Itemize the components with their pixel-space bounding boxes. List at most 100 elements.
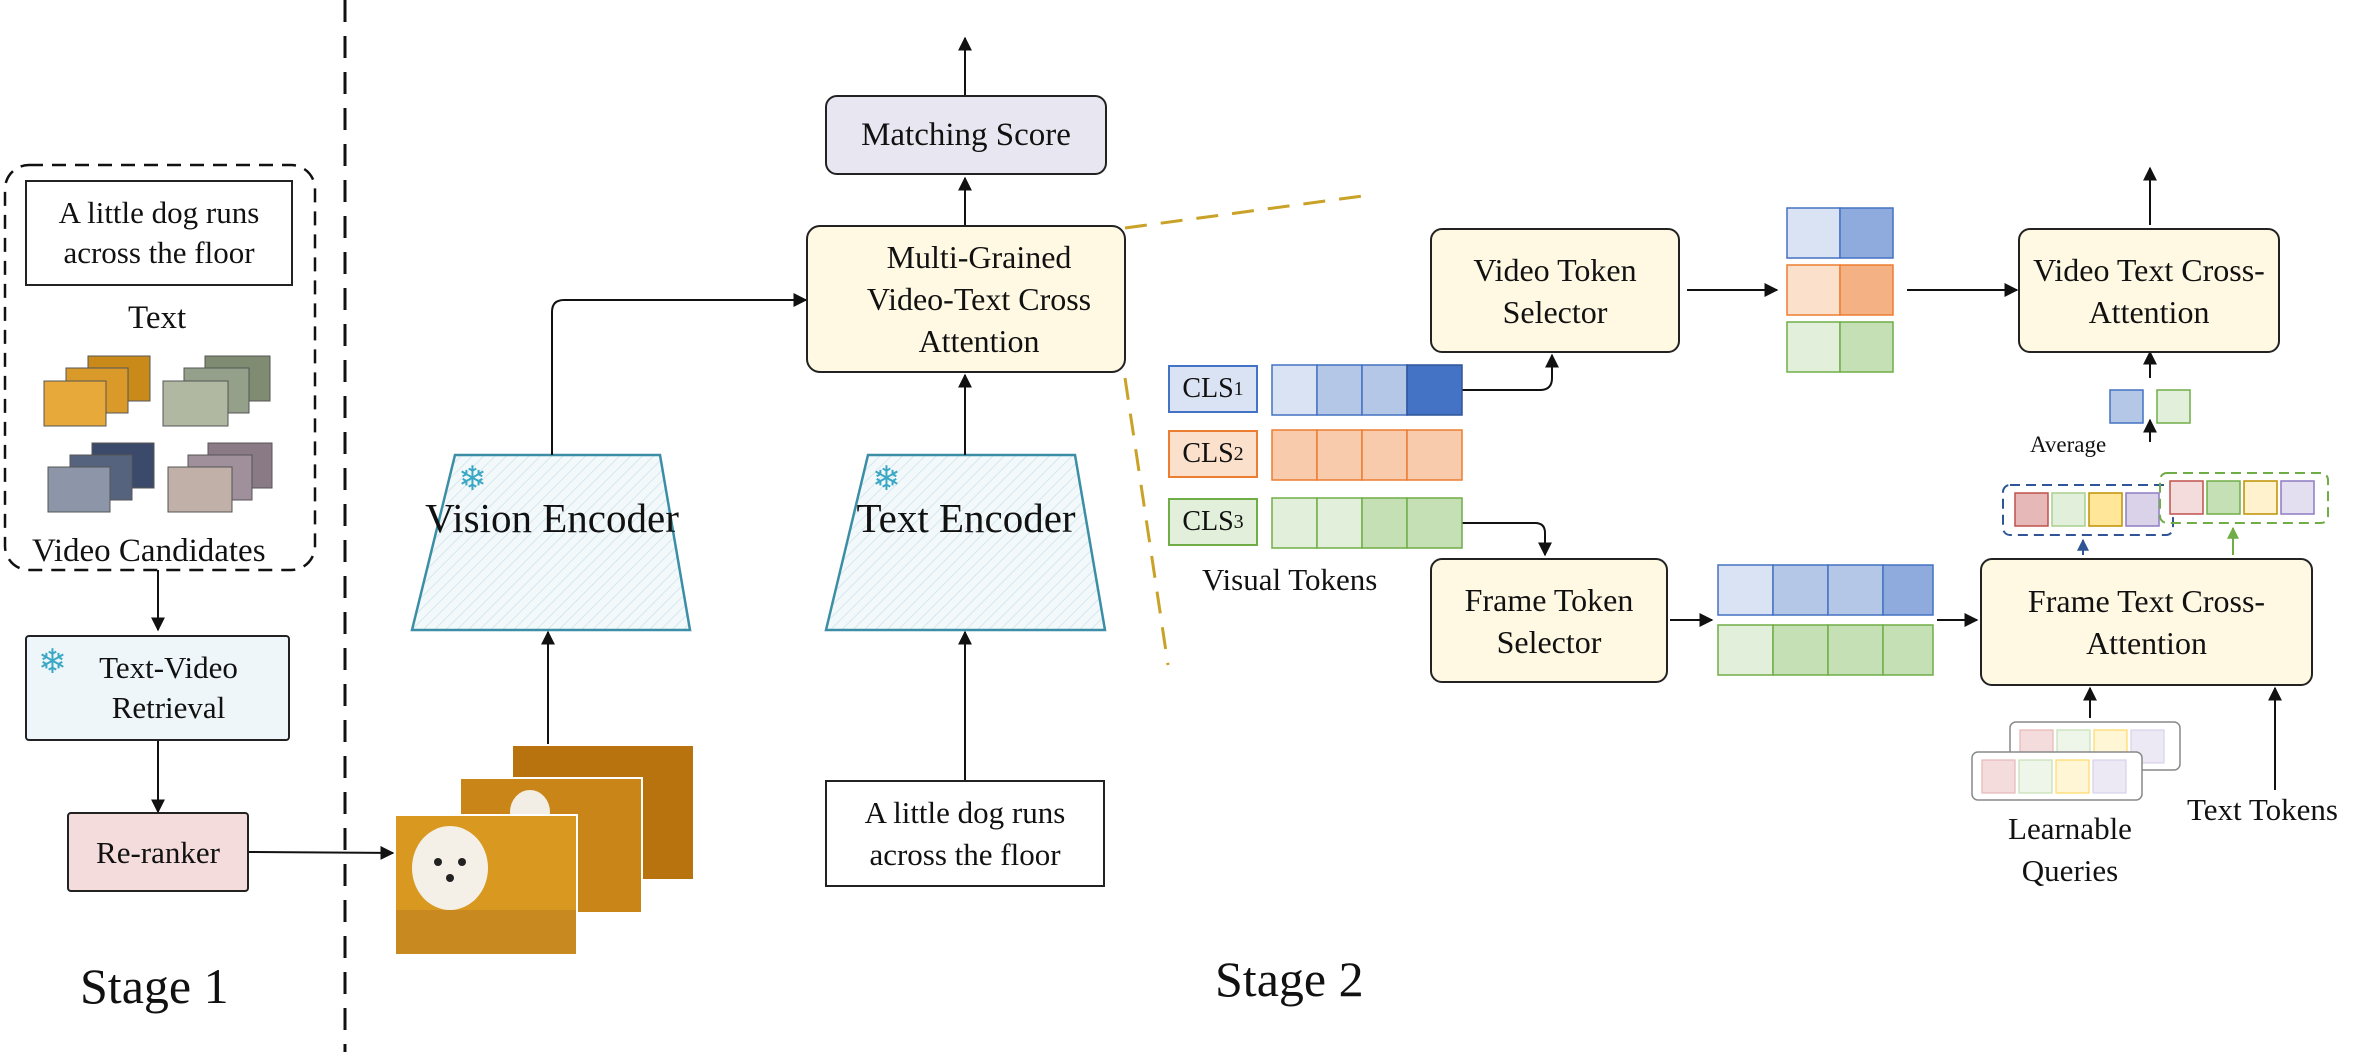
query-output-token <box>2051 492 2086 527</box>
candidate-thumb <box>162 380 229 427</box>
video-token <box>1786 207 1841 259</box>
frame-token <box>1772 624 1829 676</box>
cls-token-subscript: 3 <box>1233 510 1244 533</box>
video-candidates-label: Video Candidates <box>32 533 266 569</box>
arrow-cls3-to-frame-selector <box>1462 522 1552 557</box>
zoom-line-bottom <box>1123 377 1170 666</box>
frame-text-cross-attention-label: Frame Text Cross-Attention <box>2027 583 2266 661</box>
average-token-blue <box>2109 389 2144 424</box>
visual-tokens-row-1 <box>1271 364 1463 416</box>
snowflake-icon: ❄ <box>458 459 487 499</box>
cross-attention-label: Multi-Grained Video-Text Cross Attention <box>866 239 1092 359</box>
text-tokens-label: Text Tokens <box>2187 792 2338 827</box>
cls-token-label: CLS <box>1182 438 1234 469</box>
video-candidate-thumbnails <box>43 355 273 513</box>
dog-nose <box>446 874 454 882</box>
visual-token <box>1271 429 1318 481</box>
stage2-label: Stage 2 <box>1215 951 1364 1007</box>
frame-token <box>1827 564 1884 616</box>
matching-score-box: Matching Score <box>825 95 1107 175</box>
arrow-cls1-to-video-selector <box>1462 353 1559 391</box>
query-output-token <box>2125 492 2160 527</box>
frame-token <box>1882 564 1934 616</box>
query-output-token <box>2169 480 2204 515</box>
average-label: Average <box>2030 432 2107 457</box>
visual-token <box>1406 364 1463 416</box>
text-video-retrieval-box: Text-Video Retrieval <box>25 635 290 741</box>
stage2-query-text: A little dog runs across the floor <box>864 794 1066 872</box>
reranker-box: Re-ranker <box>67 812 249 892</box>
frame-token <box>1772 564 1829 616</box>
stage1-label: Stage 1 <box>80 958 229 1014</box>
stage1-query-text: A little dog runs across the floor <box>58 195 260 270</box>
query-output-token <box>2014 492 2049 527</box>
video-token <box>1786 321 1841 373</box>
dog-eye <box>434 858 442 866</box>
frame-token <box>1717 564 1774 616</box>
frame-token-selector-label: Frame Token Selector <box>1464 581 1634 660</box>
vision-encoder-label: Vision Encoder <box>425 495 679 541</box>
query-token <box>1981 759 2016 794</box>
frame-token <box>1827 624 1884 676</box>
frame-token-selector-box: Frame Token Selector <box>1430 558 1668 683</box>
average-token-green <box>2156 389 2191 424</box>
visual-token <box>1316 364 1363 416</box>
visual-token <box>1361 497 1408 549</box>
frame-text-cross-attention-box: Frame Text Cross-Attention <box>1980 558 2313 686</box>
learnable-queries-label: Learnable Queries <box>2008 811 2132 888</box>
candidate-thumb <box>47 466 111 513</box>
frame-token <box>1717 624 1774 676</box>
video-text-cross-attention-box: Video Text Cross-Attention <box>2018 228 2280 353</box>
stage1-query-box: A little dog runs across the floor <box>25 180 293 286</box>
cls-token-label: CLS <box>1182 373 1234 404</box>
visual-tokens-row-2 <box>1271 429 1463 481</box>
visual-token <box>1361 364 1408 416</box>
visual-token <box>1271 497 1318 549</box>
matching-score-label: Matching Score <box>861 116 1071 153</box>
query-token <box>2055 759 2090 794</box>
video-token <box>1786 264 1841 316</box>
cls-token-subscript: 1 <box>1233 377 1244 400</box>
visual-token <box>1271 364 1318 416</box>
learnable-queries-stack <box>1971 721 2181 801</box>
query-output-token <box>2243 480 2278 515</box>
candidate-thumb <box>43 380 107 427</box>
vision-encoder-shape <box>410 453 692 632</box>
arrow-reranker-to-frames <box>247 845 395 860</box>
visual-token <box>1361 429 1408 481</box>
visual-tokens-label: Visual Tokens <box>1202 562 1378 597</box>
video-token-stack <box>1786 207 1894 373</box>
dog-silhouette <box>412 826 488 910</box>
cross-attention-box: Multi-Grained Video-Text Cross Attention <box>806 225 1126 373</box>
visual-tokens-row-3 <box>1271 497 1463 549</box>
text-label: Text <box>128 300 187 336</box>
frame-token-stack <box>1717 564 1934 676</box>
frame-token <box>1882 624 1934 676</box>
query-token <box>2018 759 2053 794</box>
video-text-cross-attention-label: Video Text Cross-Attention <box>2033 251 2265 330</box>
text-encoder-shape <box>824 453 1107 632</box>
video-token <box>1839 207 1894 259</box>
query-token <box>2092 759 2127 794</box>
cls-token-subscript: 2 <box>1233 442 1244 465</box>
query-output-group-green <box>2159 472 2329 524</box>
visual-token <box>1406 429 1463 481</box>
video-token <box>1839 321 1894 373</box>
query-output-token <box>2206 480 2241 515</box>
stage2-query-box: A little dog runs across the floor <box>825 780 1105 887</box>
video-token-selector-box: Video Token Selector <box>1430 228 1680 353</box>
zoom-line-top <box>1124 193 1371 230</box>
video-token-selector-label: Video Token Selector <box>1473 251 1637 330</box>
reranker-label: Re-ranker <box>96 834 220 870</box>
candidate-thumb <box>167 466 233 513</box>
query-output-token <box>2088 492 2123 527</box>
visual-token <box>1406 497 1463 549</box>
arrow-vision-to-crossattn <box>551 293 808 455</box>
cls-token-label: CLS <box>1182 506 1234 537</box>
dog-eye <box>458 858 466 866</box>
snowflake-icon: ❄ <box>872 459 901 499</box>
floor <box>396 910 576 954</box>
